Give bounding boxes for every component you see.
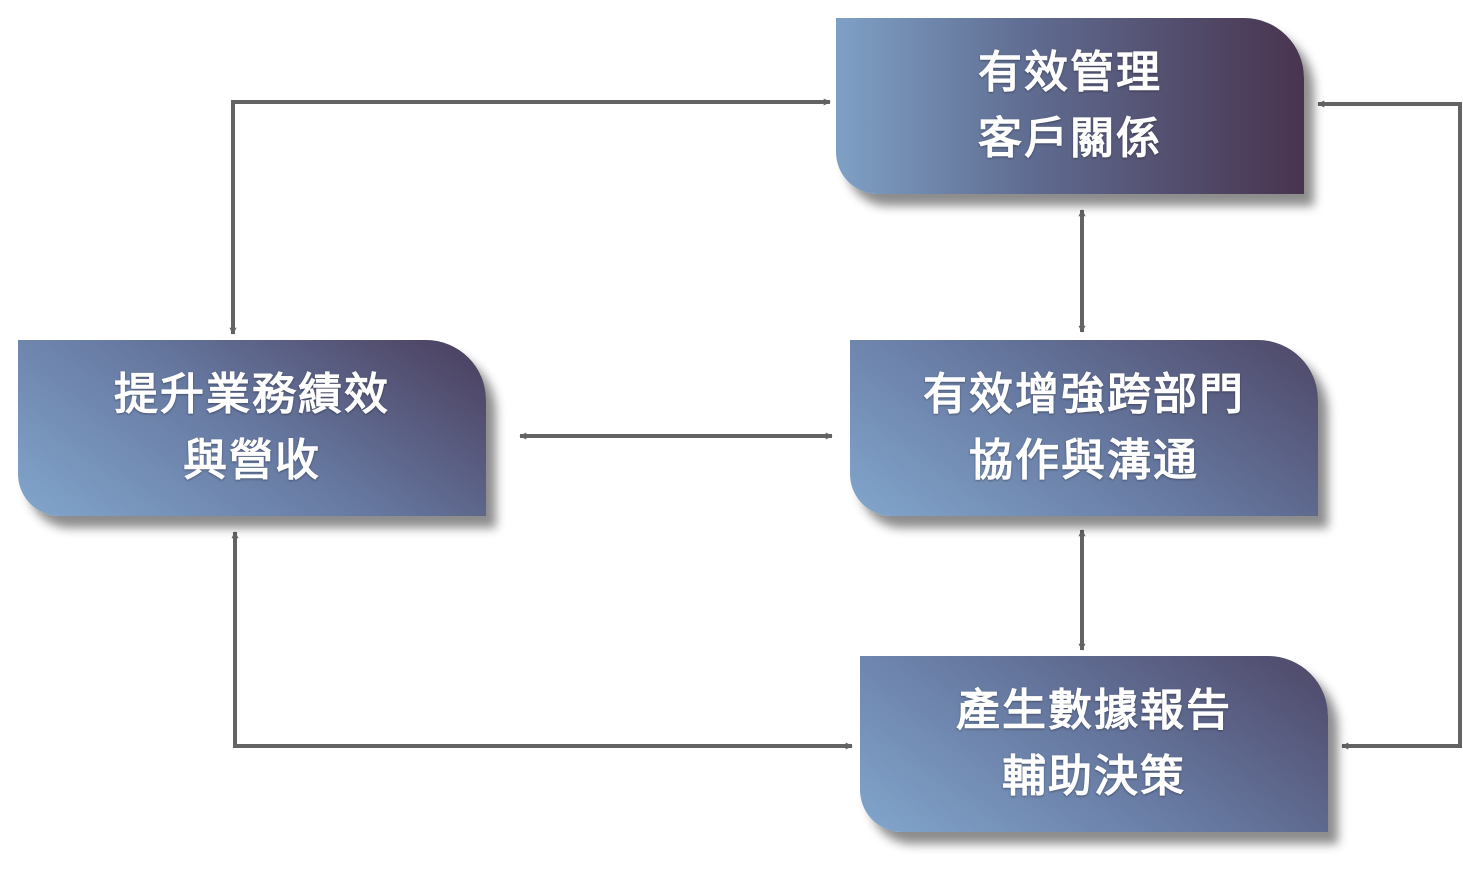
node-manage-customer-relations: 有效管理 客戶關係 [836,18,1304,194]
node-label-line2: 與營收 [183,435,321,486]
node-improve-performance-revenue: 提升業務績效 與營收 [18,340,486,516]
node-label-line1: 有效管理 [978,47,1162,98]
node-data-report-decision-support: 產生數據報告 輔助決策 [860,656,1328,832]
node-label-line2: 客戶關係 [978,113,1162,164]
node-cross-department-collaboration: 有效增強跨部門 協作與溝通 [850,340,1318,516]
node-label-line2: 輔助決策 [1002,751,1186,802]
node-label-line1: 有效增強跨部門 [923,369,1245,420]
arrow-top-left [229,98,831,335]
node-label-line1: 提升業務績效 [114,369,390,420]
node-label-line2: 協作與溝通 [969,435,1199,486]
arrow-left-bottom [231,531,853,750]
node-label-line1: 產生數據報告 [956,685,1232,736]
arrow-bottom-top [1317,100,1462,750]
